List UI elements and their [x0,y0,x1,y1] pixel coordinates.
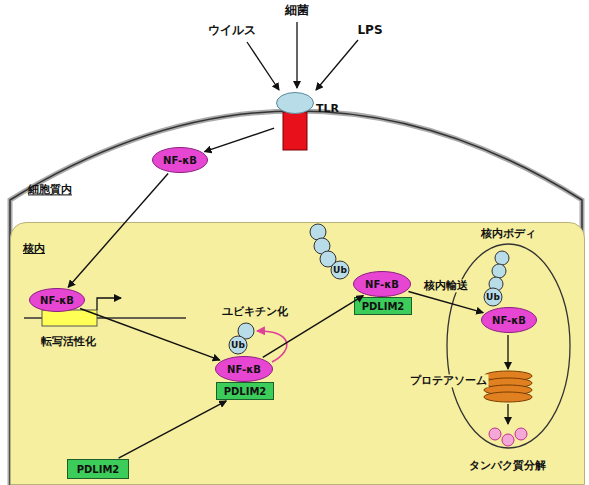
node-text: 核内 [23,241,45,256]
node-text: NF-κB [227,364,261,375]
stimulus-arrow [247,42,279,90]
ubiquitin-circle [495,251,509,265]
node-text: NF-κB [492,315,526,326]
node-text: PDLIM2 [77,464,120,475]
pdlim2-box: PDLIM2 [67,459,129,479]
stimulus-label: ウイルス [208,23,256,37]
pdlim2-box: PDLIM2 [354,297,412,315]
nuclear-body-outline [446,225,571,449]
ubiquitin-circle [229,336,247,354]
node-text: PDLIM2 [224,386,267,397]
nuclear-body: 核内ボディ NF-κB [446,225,571,449]
nucleus-region: 核内NF-κBNF-κBPDLIM2NF-κBPDLIM2核内ボディNF-κBP… [10,222,585,485]
degradation-arrow [507,404,508,424]
ubiquitin-label: Ub [333,265,347,276]
part-label: プロテアソーム [408,374,489,387]
nfkb-ellipse: NF-κB [215,356,273,382]
stimulus-label: 細菌 [285,3,309,17]
arrow-connector [119,401,227,458]
ubiquitin-circle [310,224,326,240]
nfkb-ellipse: NF-κB [152,147,208,173]
pdlim2-box: PDLIM2 [216,382,274,400]
node-text: PDLIM2 [362,301,405,312]
peptide-dot [515,428,527,440]
arrow-connector [408,291,483,312]
stimulus-label: LPS [357,23,382,37]
region-label: 細胞質内 [28,183,72,196]
edge-label: 核内輸送 [422,279,470,292]
ubiquitin-circle [484,288,502,306]
peptide-dot [502,434,514,446]
process-label: タンパク質分解 [469,459,546,472]
node-text: NF-κB [40,295,74,306]
stimulus-arrow [296,22,297,88]
ubiquitin-label: Ub [231,340,245,351]
transcription-arrow [97,298,121,310]
arrow-connector [205,128,275,152]
node-text: NF-κB [163,155,197,166]
promoter-box [42,310,97,326]
receptor-shape [276,92,314,150]
nfkb-ellipse: NF-κB [481,307,537,333]
arrow-connector [80,309,220,361]
node-text: NF-κB [365,279,399,290]
process-label: 転写活性化 [41,335,96,348]
degradation-arrow [507,335,508,369]
node-text: 核内ボディ [446,226,571,241]
peptide-dot [489,428,501,440]
node-text: TLR [316,102,339,115]
tlr-receptor: TLR [276,92,314,150]
ubiquitin-circle [492,264,506,278]
arrow-connector [263,296,363,358]
ubiquitin-circle [331,261,349,279]
stimulus-arrow [316,40,358,90]
nfkb-ellipse: NF-κB [353,271,411,297]
arrow-connector [68,174,168,288]
ubiquitination-arrow [257,331,287,362]
process-label: ユビキチン化 [222,305,288,318]
proteasome-symbol [484,371,532,402]
ubiquitin-label: Ub [486,292,500,303]
nfkb-ellipse: NF-κB [29,288,85,312]
